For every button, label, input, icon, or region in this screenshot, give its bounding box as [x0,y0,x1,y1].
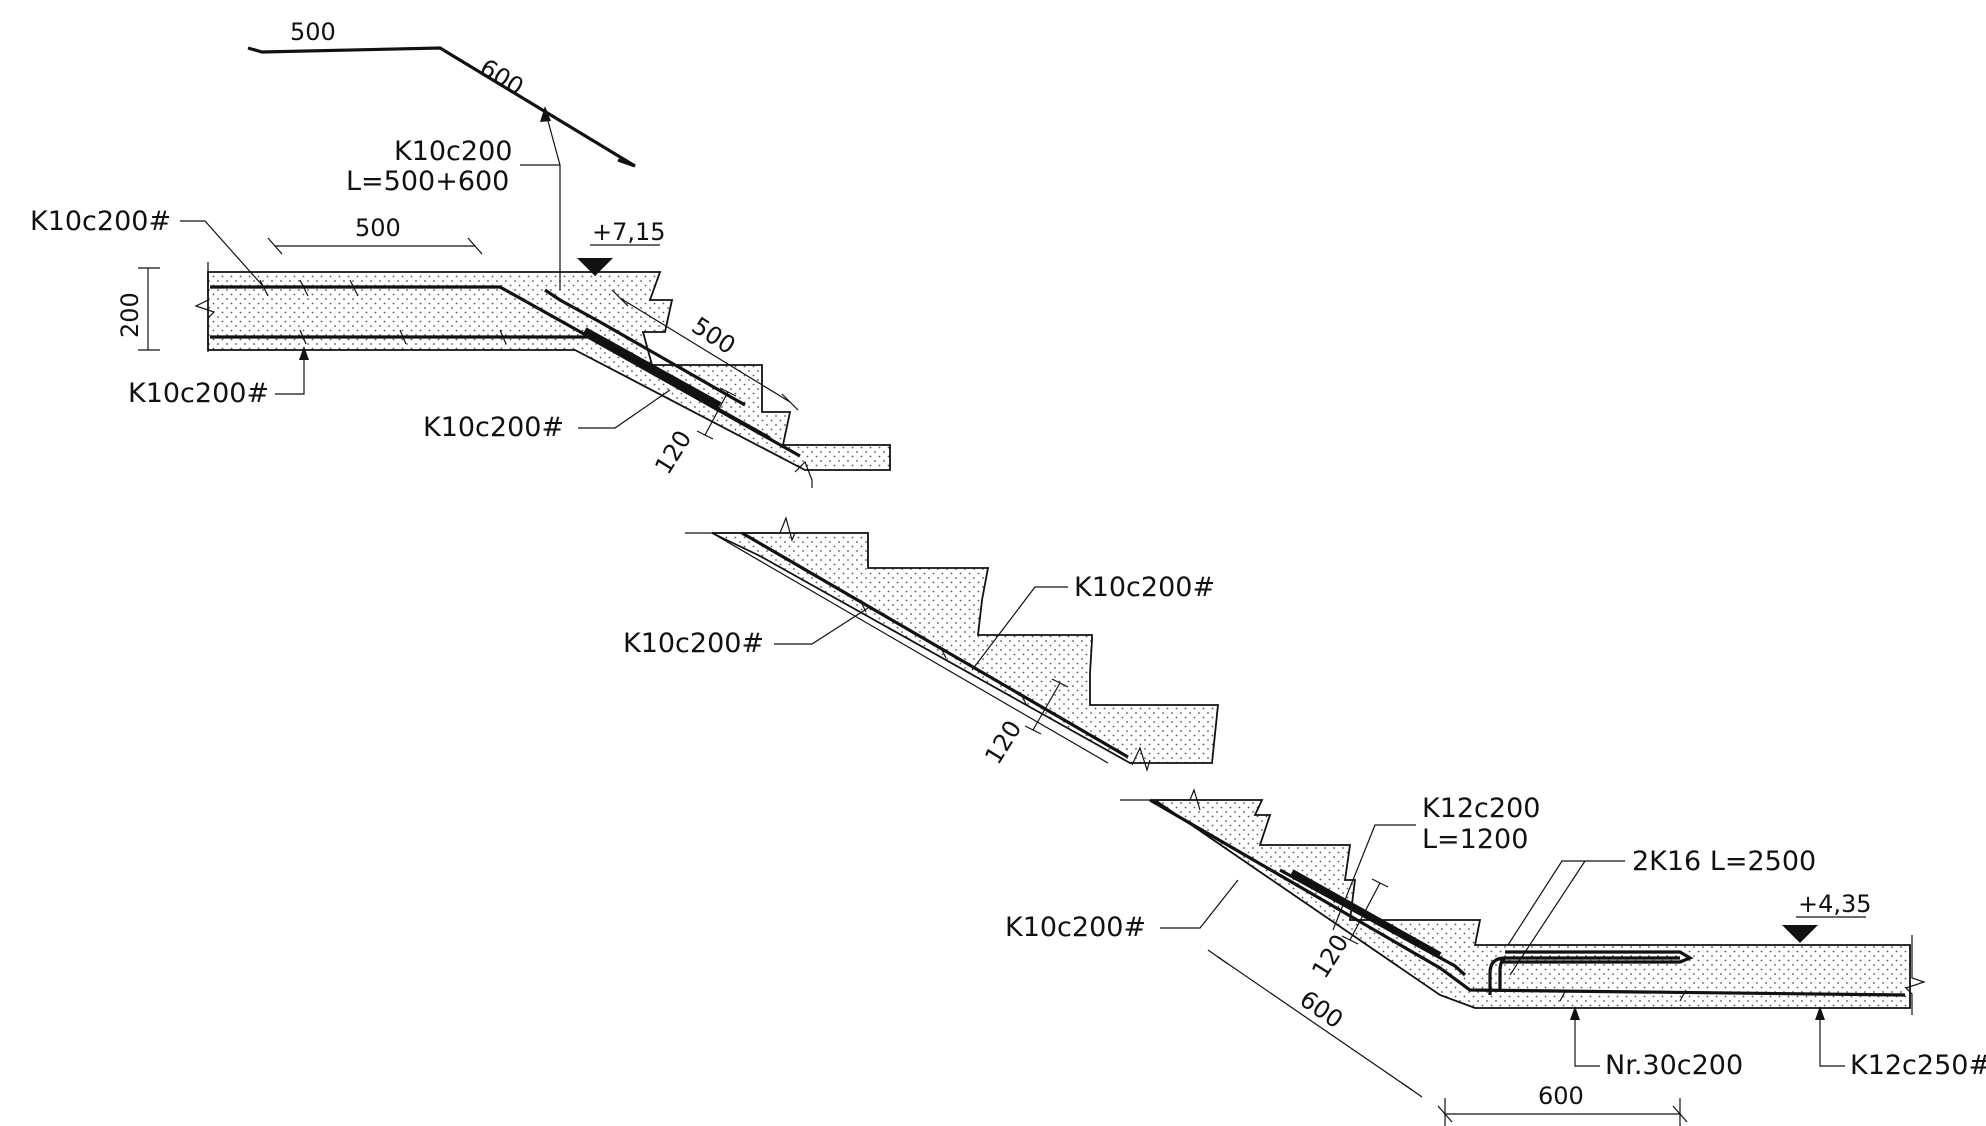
middle-flight-bottom-mesh-label: K10c200# [623,628,764,659]
lower-bend-bar-label-1: K12c200 [1422,793,1540,824]
upper-annotations: K10c200 L=500+600 K10c200# K10c200# K10c… [30,106,799,479]
longitudinal-bars-loop [1488,950,1694,995]
upper-flight-section [194,262,891,488]
lower-annotations: K12c200 L=1200 2K16 L=2500 K10c200# +4,3… [1005,793,1986,1126]
upper-flight-break-line [794,460,813,488]
lower-landing-mesh-label: K12c250# [1850,1050,1986,1081]
upper-landing-concrete [207,271,891,471]
middle-flight-thickness-dim: 120 [979,715,1027,769]
lower-flight-bar-dim: 600 [1295,985,1349,1034]
lower-flight-section [1120,788,1926,1015]
middle-flight-bottom-bar [741,531,1129,759]
upper-landing-bottom-mesh-label: K10c200# [128,378,269,409]
upper-flight-thickness-dim: 120 [649,425,697,479]
upper-flight-bar-dim: 500 [687,312,741,360]
upper-slab-thickness-dim: 200 [116,292,144,338]
bar-shape-seg1-label: 500 [290,18,336,46]
upper-break-line [194,262,216,352]
middle-annotations: K10c200# K10c200# 120 [623,572,1215,769]
top-bend-bar-label-2: L=500+600 [346,166,509,197]
upper-flight-mesh-label: K10c200# [423,412,564,443]
upper-flight-lap-bar [583,327,722,408]
level-lower-label: +4,35 [1798,890,1872,918]
lower-flight-bottom-bar [1149,798,1906,997]
lower-flight-mesh-label: K10c200# [1005,912,1146,943]
lower-landing-bar-dim: 600 [1538,1082,1584,1110]
top-bend-bar-label-1: K10c200 [394,136,512,167]
middle-flight-top-mesh-label: K10c200# [1074,572,1215,603]
lower-bend-bar [1279,868,1467,977]
middle-flight-section [685,516,1219,773]
middle-flight-concrete [711,532,1219,764]
bar-shape-seg2-label: 600 [475,53,529,101]
level-upper-label: +7,15 [592,218,666,246]
upper-bar-length-dim: 500 [355,214,401,242]
lower-flight-thickness-dim: 120 [1306,929,1354,983]
upper-landing-bottom-bar [210,335,801,458]
lower-lap-bar [1290,869,1442,958]
longitudinal-bars-label: 2K16 L=2500 [1632,846,1816,877]
stirrups-label: Nr.30c200 [1605,1050,1743,1081]
lower-bend-bar-label-2: L=1200 [1422,824,1528,855]
upper-landing-top-mesh-label: K10c200# [30,206,171,237]
upper-bent-bar [544,288,746,407]
lower-flight-concrete [1152,799,1911,1009]
